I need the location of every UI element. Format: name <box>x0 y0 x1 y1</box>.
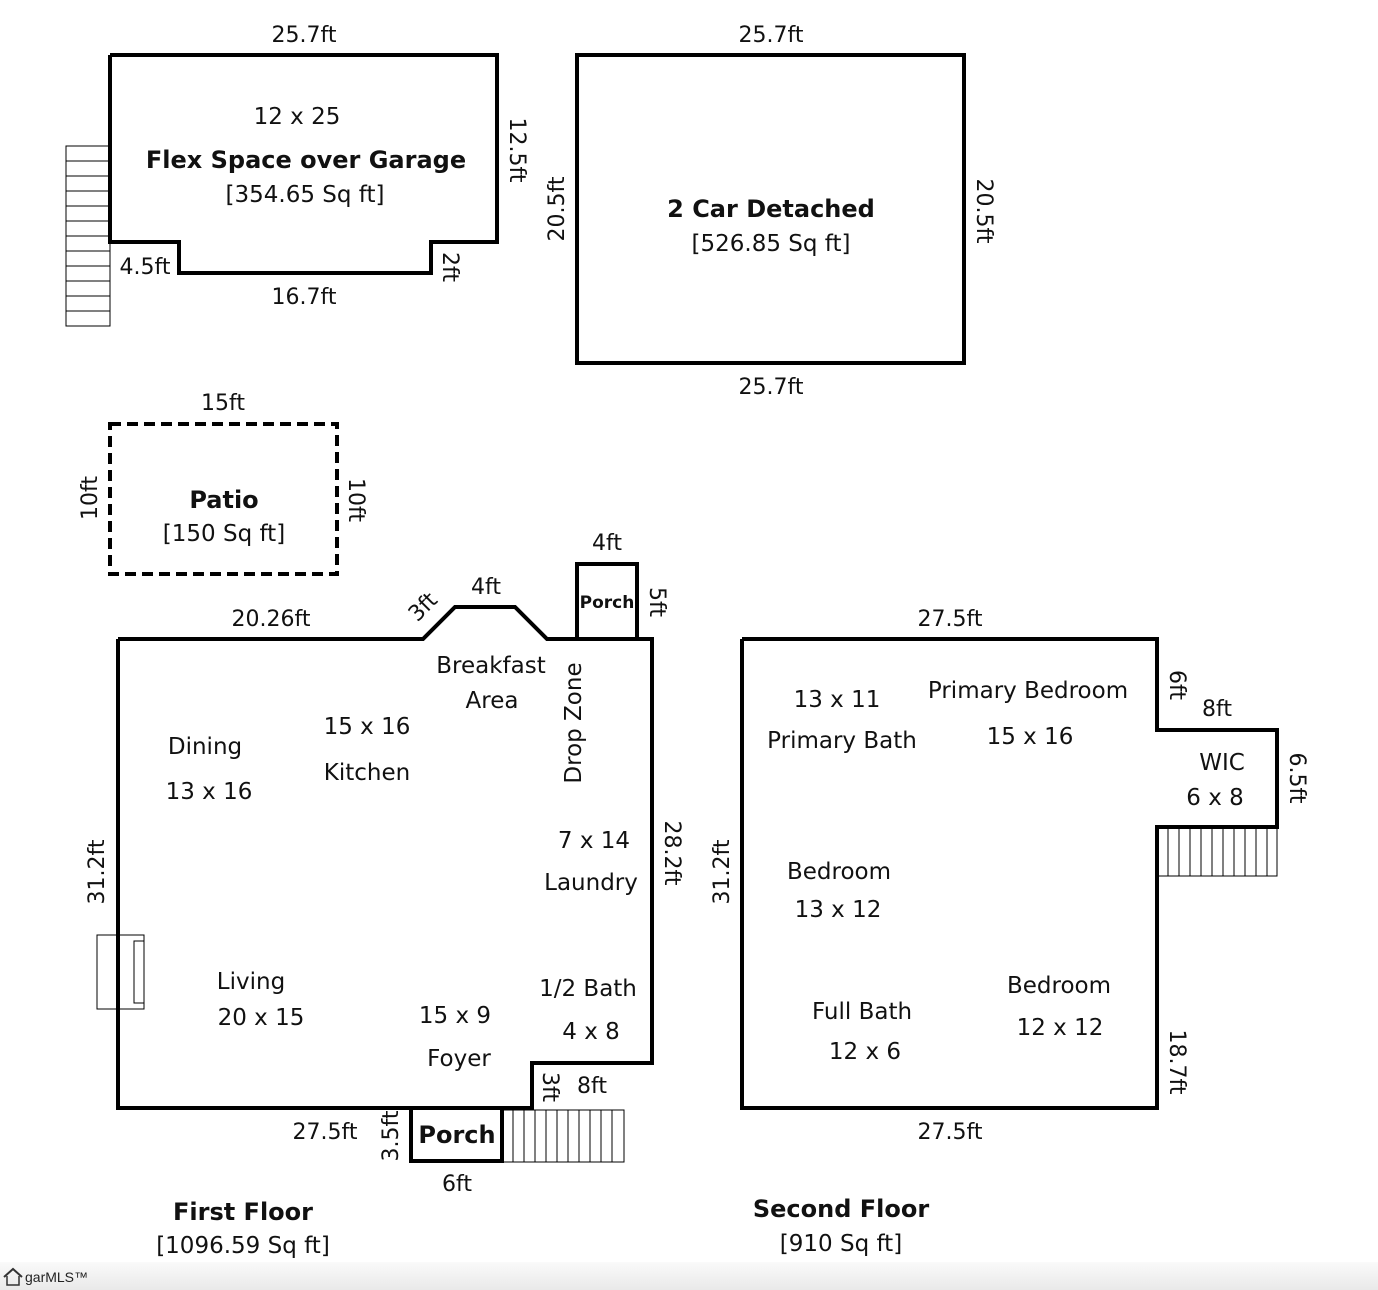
ff-porch-top-width: 4ft <box>592 531 622 556</box>
first-floor-area: [1096.59 Sq ft] <box>156 1233 330 1259</box>
flex-area: [354.65 Sq ft] <box>226 182 385 208</box>
ff-porch-top-depth: 5ft <box>644 587 669 617</box>
fireplace-icon <box>96 934 145 1010</box>
flex-name: Flex Space over Garage <box>146 146 466 174</box>
mls-logo[interactable]: garMLS™ <box>2 1266 88 1288</box>
flex-notch-bottom-dim: 16.7ft <box>272 285 337 310</box>
kitchen-name: Kitchen <box>324 760 410 786</box>
patio: 15ft 10ft 10ft Patio [150 Sq ft] <box>78 391 368 576</box>
mls-logo-text: garMLS™ <box>25 1269 89 1285</box>
patio-left-dim: 10ft <box>78 476 103 520</box>
garage-area: [526.85 Sq ft] <box>692 231 851 257</box>
garage-top-dim: 25.7ft <box>739 23 804 48</box>
patio-area: [150 Sq ft] <box>163 521 285 547</box>
ff-porch-front-depth: 3.5ft <box>379 1110 404 1161</box>
flex-size: 12 x 25 <box>254 104 341 130</box>
foyer-size: 15 x 9 <box>419 1003 491 1029</box>
patio-name: Patio <box>189 486 258 514</box>
second-floor-area: [910 Sq ft] <box>780 1231 902 1257</box>
half-bath-size: 4 x 8 <box>562 1019 620 1045</box>
ff-bay-side-dim: 3ft <box>404 588 443 627</box>
house-icon <box>3 1267 23 1286</box>
ff-top-dim: 20.26ft <box>232 607 311 632</box>
kitchen-size: 15 x 16 <box>324 714 411 740</box>
sf-left-dim: 31.2ft <box>710 839 735 904</box>
wic-size: 6 x 8 <box>1186 785 1244 811</box>
sf-right-dim: 18.7ft <box>1164 1030 1189 1095</box>
full-bath-name: Full Bath <box>812 999 912 1025</box>
first-floor-title: First Floor <box>173 1198 313 1226</box>
ff-porch-front-label: Porch <box>418 1121 495 1149</box>
stairs-icon <box>65 145 111 327</box>
patio-top-dim: 15ft <box>201 391 245 416</box>
flex-space: 25.7ft 12.5ft 4.5ft 16.7ft 2ft 12 x 25 F… <box>65 23 529 327</box>
first-floor-outline <box>116 605 654 1110</box>
sf-notch-width-dim: 8ft <box>1202 697 1232 722</box>
drop-zone-label: Drop Zone <box>561 662 587 783</box>
bedroom-2-name: Bedroom <box>1007 973 1111 999</box>
porch-top-outline <box>575 562 639 641</box>
breakfast-label-1: Breakfast <box>436 653 546 679</box>
patio-right-dim: 10ft <box>343 478 368 522</box>
garage: 25.7ft 25.7ft 20.5ft 20.5ft 2 Car Detach… <box>545 23 996 400</box>
dining-name: Dining <box>168 734 242 760</box>
primary-bedroom-size: 15 x 16 <box>987 724 1074 750</box>
first-floor: 20.26ft 3ft 4ft 4ft 5ft Porch 31.2ft 28.… <box>85 531 684 1259</box>
porch-front-outline <box>409 1106 504 1163</box>
ff-bottom-dim: 27.5ft <box>293 1120 358 1145</box>
half-bath-name: 1/2 Bath <box>539 976 637 1002</box>
primary-bedroom-name: Primary Bedroom <box>928 678 1128 704</box>
breakfast-label-2: Area <box>466 688 519 714</box>
ff-notch-depth-dim: 3ft <box>537 1072 562 1102</box>
ff-notch-width-dim: 8ft <box>577 1074 607 1099</box>
garage-outline <box>575 53 966 365</box>
dining-size: 13 x 16 <box>166 779 253 805</box>
ff-porch-front-width: 6ft <box>442 1172 472 1197</box>
garage-name: 2 Car Detached <box>667 195 875 223</box>
sf-notch-depth-dim: 6ft <box>1164 670 1189 700</box>
bedroom-2-size: 12 x 12 <box>1017 1015 1104 1041</box>
flex-notch-left-dim: 4.5ft <box>120 255 171 280</box>
flex-top-dim: 25.7ft <box>272 23 337 48</box>
flex-notch-right-dim: 2ft <box>437 252 462 282</box>
front-stairs-icon <box>501 1109 625 1163</box>
living-name: Living <box>217 969 285 995</box>
full-bath-size: 12 x 6 <box>829 1039 901 1065</box>
garage-bottom-dim: 25.7ft <box>739 375 804 400</box>
wic-name: WIC <box>1199 750 1245 776</box>
second-floor: 27.5ft 6ft 8ft 6.5ft 31.2ft 18.7ft 27.5f… <box>710 607 1309 1257</box>
laundry-size: 7 x 14 <box>558 828 630 854</box>
living-size: 20 x 15 <box>218 1005 305 1031</box>
bedroom-1-size: 13 x 12 <box>795 897 882 923</box>
flex-space-outline <box>108 53 499 275</box>
garage-left-dim: 20.5ft <box>545 176 570 241</box>
laundry-name: Laundry <box>544 870 638 896</box>
ff-bay-top-dim: 4ft <box>471 575 501 600</box>
upstairs-stairs-icon <box>1156 826 1278 877</box>
sf-bottom-dim: 27.5ft <box>918 1120 983 1145</box>
primary-bath-size: 13 x 11 <box>794 687 881 713</box>
second-floor-outline <box>740 637 1279 1110</box>
footer-bar <box>0 1262 1378 1290</box>
sf-wic-side-dim: 6.5ft <box>1284 753 1309 804</box>
sf-top-dim: 27.5ft <box>918 607 983 632</box>
bedroom-1-name: Bedroom <box>787 859 891 885</box>
primary-bath-name: Primary Bath <box>767 728 917 754</box>
flex-right-dim: 12.5ft <box>504 118 529 183</box>
garage-right-dim: 20.5ft <box>971 179 996 244</box>
ff-porch-top-label: Porch <box>580 593 635 613</box>
ff-left-dim: 31.2ft <box>85 839 110 904</box>
foyer-name: Foyer <box>427 1046 491 1072</box>
second-floor-title: Second Floor <box>753 1195 929 1223</box>
ff-right-dim: 28.2ft <box>659 821 684 886</box>
